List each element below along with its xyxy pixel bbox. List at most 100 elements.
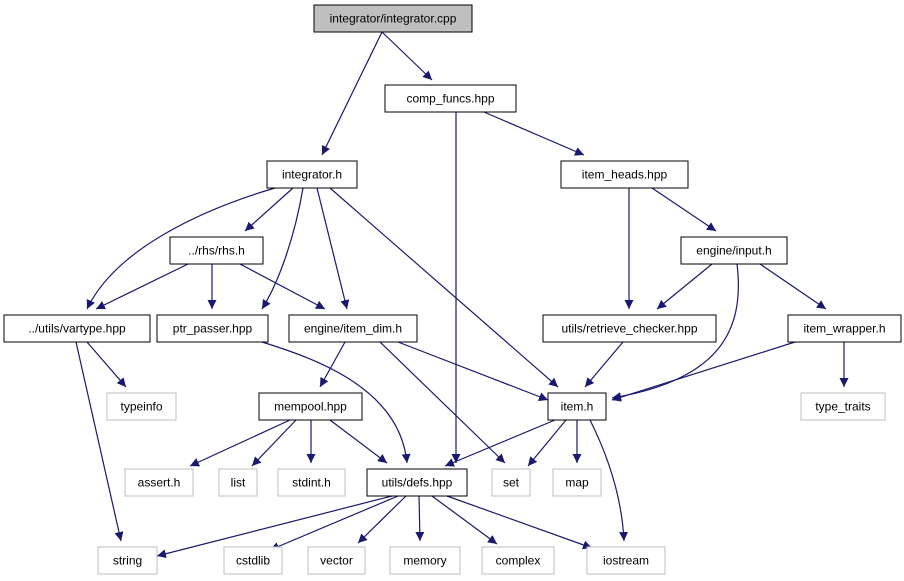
- node-box: [586, 546, 666, 575]
- node-label: map: [565, 476, 589, 490]
- node-type_traits: type_traits: [800, 392, 886, 421]
- node-typeinfo: typeinfo: [106, 392, 177, 421]
- edge-vartype-to-typeinfo: [86, 341, 127, 388]
- node-input[interactable]: engine/input.h: [680, 236, 788, 265]
- node-stdint: stdint.h: [277, 468, 346, 497]
- node-label: typeinfo: [120, 400, 162, 414]
- node-box: [389, 546, 461, 575]
- node-comp_funcs[interactable]: comp_funcs.hpp: [384, 84, 517, 113]
- edge-integrator_h-to-item_dim: [316, 187, 350, 310]
- node-vector: vector: [307, 546, 366, 575]
- node-item_heads[interactable]: item_heads.hpp: [560, 160, 689, 189]
- node-box: [787, 314, 902, 343]
- node-label: ptr_passer.hpp: [173, 322, 253, 336]
- node-label: assert.h: [138, 476, 181, 490]
- edge-mempool-to-list: [251, 419, 297, 467]
- node-label: item.h: [561, 400, 594, 414]
- node-label: vector: [320, 554, 353, 568]
- edge-defs-to-cstdlib: [269, 495, 399, 551]
- node-label: cstdlib: [236, 554, 270, 568]
- node-box: [680, 236, 788, 265]
- node-complex: complex: [481, 546, 555, 575]
- node-label: stdint.h: [292, 476, 331, 490]
- edge-input-to-item_wrapper: [759, 263, 827, 310]
- node-item_h[interactable]: item.h: [547, 392, 607, 421]
- edge-input-to-item_h: [611, 263, 739, 401]
- edge-integrator_h-to-rhs: [244, 187, 294, 232]
- node-box: [156, 314, 269, 343]
- node-memory: memory: [389, 546, 461, 575]
- node-list: list: [218, 468, 258, 497]
- edge-integrator_h-to-vartype: [86, 187, 276, 310]
- node-label: utils/retrieve_checker.hpp: [561, 322, 697, 336]
- node-root[interactable]: integrator/integrator.cpp: [313, 4, 473, 33]
- edge-vartype-to-string: [75, 341, 124, 542]
- node-ptr_passer[interactable]: ptr_passer.hpp: [156, 314, 269, 343]
- edge-item_heads-to-input: [651, 187, 717, 232]
- edge-defs-to-memory: [415, 495, 425, 542]
- node-box: [481, 546, 555, 575]
- edge-item_h-to-defs: [444, 419, 556, 467]
- node-box: [547, 392, 607, 421]
- edge-item_dim-to-set: [379, 341, 506, 464]
- edges: [75, 31, 849, 559]
- node-label: item_heads.hpp: [582, 168, 668, 182]
- node-label: complex: [496, 554, 541, 568]
- edge-defs-to-complex: [431, 495, 498, 545]
- node-box: [384, 84, 517, 113]
- node-box: [169, 236, 264, 265]
- node-box: [124, 468, 194, 497]
- node-label: integrator.h: [282, 168, 342, 182]
- edge-rhs-to-item_dim: [239, 263, 326, 310]
- node-label: set: [503, 476, 520, 490]
- node-label: iostream: [603, 554, 649, 568]
- node-vartype[interactable]: ../utils/vartype.hpp: [3, 314, 151, 343]
- node-box: [552, 468, 602, 497]
- node-cstdlib: cstdlib: [223, 546, 283, 575]
- node-box: [258, 392, 363, 421]
- node-label: list: [231, 476, 246, 490]
- node-defs[interactable]: utils/defs.hpp: [366, 468, 468, 497]
- edge-ptr_passer-to-defs: [261, 341, 411, 464]
- node-string: string: [97, 546, 158, 575]
- node-box: [106, 392, 177, 421]
- node-box: [3, 314, 151, 343]
- edge-item_dim-to-mempool: [319, 341, 346, 388]
- edge-defs-to-vector: [357, 495, 407, 544]
- edge-input-to-retrieve: [656, 263, 713, 310]
- node-retrieve[interactable]: utils/retrieve_checker.hpp: [542, 314, 717, 343]
- edge-rhs-to-vartype: [95, 263, 189, 310]
- node-box: [266, 160, 358, 189]
- edge-mempool-to-assert: [189, 419, 291, 467]
- node-item_dim[interactable]: engine/item_dim.h: [288, 314, 418, 343]
- node-label: integrator/integrator.cpp: [330, 12, 457, 26]
- node-set: set: [491, 468, 531, 497]
- edge-retrieve-to-item_h: [584, 341, 624, 388]
- node-label: type_traits: [815, 400, 870, 414]
- edge-item_h-to-set: [527, 419, 567, 467]
- node-map: map: [552, 468, 602, 497]
- edge-integrator_h-to-item_h: [329, 187, 559, 388]
- nodes: integrator/integrator.cpp comp_funcs.hppi…: [3, 4, 902, 575]
- node-box: [366, 468, 468, 497]
- node-box: [491, 468, 531, 497]
- node-box: [97, 546, 158, 575]
- edge-item_h-to-iostream: [589, 419, 629, 542]
- edge-root-to-integrator_h: [321, 31, 383, 156]
- node-integrator_h[interactable]: integrator.h: [266, 160, 358, 189]
- edge-mempool-to-defs: [329, 419, 388, 464]
- node-label: ../rhs/rhs.h: [188, 244, 245, 258]
- node-label: utils/defs.hpp: [382, 476, 453, 490]
- edge-root-to-comp_funcs: [381, 31, 433, 81]
- node-mempool[interactable]: mempool.hpp: [258, 392, 363, 421]
- node-iostream: iostream: [586, 546, 666, 575]
- edge-comp_funcs-to-item_heads: [483, 111, 585, 156]
- node-item_wrapper[interactable]: item_wrapper.h: [787, 314, 902, 343]
- node-box: [313, 4, 473, 33]
- node-label: mempool.hpp: [274, 400, 347, 414]
- node-rhs[interactable]: ../rhs/rhs.h: [169, 236, 264, 265]
- edge-integrator_h-to-ptr_passer: [261, 187, 304, 310]
- node-box: [307, 546, 366, 575]
- node-label: ../utils/vartype.hpp: [28, 322, 126, 336]
